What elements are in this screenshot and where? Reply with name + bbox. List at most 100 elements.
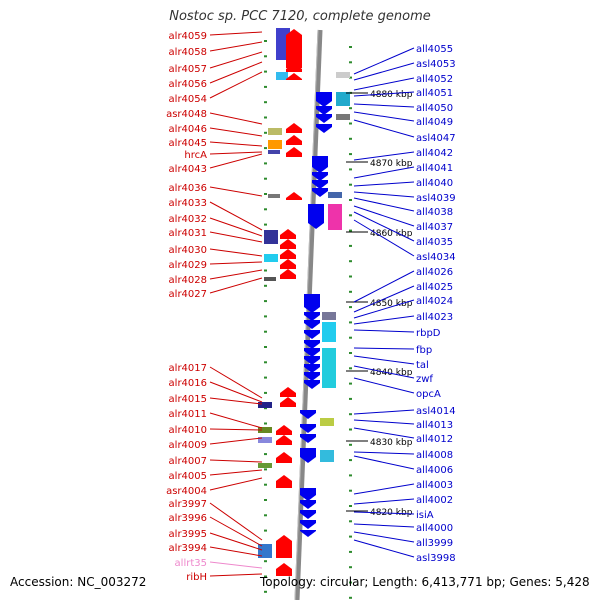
left-gene-label-alr4015: alr4015	[169, 394, 207, 405]
reverse-gene-arrow	[300, 520, 316, 529]
tick-mark-right	[349, 214, 352, 217]
left-gene-leader-line	[209, 561, 263, 569]
right-gene-label-all4037: all4037	[416, 222, 453, 233]
tick-mark-left	[264, 468, 267, 471]
left-gene-leader-line	[209, 201, 263, 231]
tick-mark-right	[349, 352, 352, 354]
left-gene-label-alr4033: alr4033	[169, 198, 207, 209]
right-gene-label-asl3998: asl3998	[416, 553, 456, 564]
forward-gene-arrow	[286, 192, 302, 200]
reverse-gene-arrow	[304, 372, 320, 381]
left-gene-label-asr4004: asr4004	[166, 486, 207, 497]
right-gene-leader-line	[353, 205, 415, 227]
left-gene-leader-line	[209, 477, 263, 491]
reverse-gene-arrow	[300, 448, 316, 463]
right-gene-label-all4050: all4050	[416, 103, 453, 114]
right-gene-leader-line	[353, 77, 415, 91]
left-gene-leader-line	[209, 397, 263, 405]
tick-mark-right	[349, 199, 352, 201]
left-gene-leader-line	[209, 248, 263, 257]
left-gene-leader-line	[209, 277, 263, 294]
left-gene-label-asr4048: asr4048	[166, 109, 207, 120]
forward-feature-block	[258, 463, 272, 468]
reverse-feature-block	[322, 322, 336, 342]
reverse-gene-arrow	[304, 356, 320, 365]
tick-mark-right	[349, 474, 352, 477]
left-gene-leader-line	[209, 127, 263, 137]
right-gene-label-asl4053: asl4053	[416, 59, 456, 70]
right-gene-leader-line	[353, 91, 415, 97]
tick-mark-left	[264, 315, 267, 318]
right-gene-leader-line	[353, 315, 415, 325]
right-gene-label-all4013: all4013	[416, 420, 453, 431]
right-gene-leader-line	[353, 498, 415, 505]
right-gene-leader-line	[353, 62, 415, 81]
tick-mark-left	[264, 40, 267, 42]
right-gene-leader-line	[353, 270, 415, 303]
reverse-gene-arrow	[304, 330, 320, 339]
forward-gene-arrow	[276, 452, 292, 463]
left-gene-leader-line	[209, 51, 263, 69]
left-gene-label-alr4005: alr4005	[169, 471, 207, 482]
right-gene-leader-line	[353, 219, 415, 257]
reverse-gene-arrow	[300, 424, 316, 433]
reverse-gene-arrow	[300, 530, 316, 537]
tick-mark-left	[264, 529, 267, 532]
tick-mark-right	[349, 382, 352, 385]
reverse-gene-arrow	[300, 434, 316, 443]
tick-mark-right	[349, 46, 352, 48]
kbp-scale-label: 4880 kbp	[370, 90, 413, 100]
tick-mark-left	[264, 223, 267, 226]
tick-mark-right	[349, 413, 352, 416]
right-gene-label-all4023: all4023	[416, 312, 453, 323]
left-gene-leader-line	[209, 151, 263, 155]
forward-gene-arrow	[280, 229, 296, 239]
genome-title: Nostoc sp. PCC 7120, complete genome	[169, 9, 431, 24]
tick-mark-right	[349, 489, 352, 492]
right-gene-label-all4040: all4040	[416, 178, 453, 189]
forward-gene-arrow	[286, 63, 302, 72]
reverse-gene-arrow	[300, 410, 316, 419]
tick-mark-left	[264, 101, 267, 104]
right-gene-leader-line	[353, 483, 415, 495]
tick-mark-right	[349, 229, 352, 232]
right-gene-leader-line	[353, 285, 415, 313]
reverse-feature-block	[336, 114, 350, 120]
right-gene-leader-line	[353, 211, 415, 242]
left-gene-label-alr4010: alr4010	[169, 425, 207, 436]
right-gene-leader-line	[353, 111, 415, 122]
forward-gene-arrow	[286, 147, 302, 157]
reverse-gene-arrow	[312, 172, 328, 181]
left-gene-label-ribH: ribH	[186, 572, 207, 583]
kbp-scale-label: 4870 kbp	[370, 159, 413, 169]
right-gene-leader-line	[353, 355, 415, 365]
right-gene-label-isiA: isiA	[416, 510, 434, 521]
tick-mark-left	[264, 193, 267, 195]
left-gene-label-alr4027: alr4027	[169, 289, 207, 300]
right-gene-label-tal: tal	[416, 360, 429, 371]
forward-feature-block	[258, 437, 272, 443]
right-gene-leader-line	[353, 191, 415, 198]
right-gene-label-asl4047: asl4047	[416, 133, 456, 144]
tick-mark-right	[349, 459, 352, 462]
tick-mark-right	[349, 581, 352, 584]
reverse-gene-arrow	[304, 294, 320, 313]
tick-mark-right	[349, 107, 352, 110]
left-gene-leader-line	[209, 381, 263, 403]
left-gene-leader-line	[209, 459, 263, 463]
reverse-gene-arrow	[304, 364, 320, 373]
right-gene-leader-line	[353, 451, 415, 455]
right-gene-label-all4006: all4006	[416, 465, 453, 476]
left-gene-label-alr4045: alr4045	[169, 138, 207, 149]
tick-mark-right	[349, 306, 352, 309]
tick-mark-left	[264, 346, 267, 348]
kbp-scale-label: 4860 kbp	[370, 229, 413, 239]
right-gene-label-all4026: all4026	[416, 267, 453, 278]
tick-mark-left	[264, 453, 267, 456]
right-gene-leader-line	[353, 419, 415, 425]
kbp-scale-label: 4850 kbp	[370, 299, 413, 309]
left-gene-leader-line	[209, 366, 263, 399]
reverse-feature-block	[336, 92, 350, 106]
tick-mark-left	[264, 483, 267, 486]
left-gene-label-alr4043: alr4043	[169, 164, 207, 175]
